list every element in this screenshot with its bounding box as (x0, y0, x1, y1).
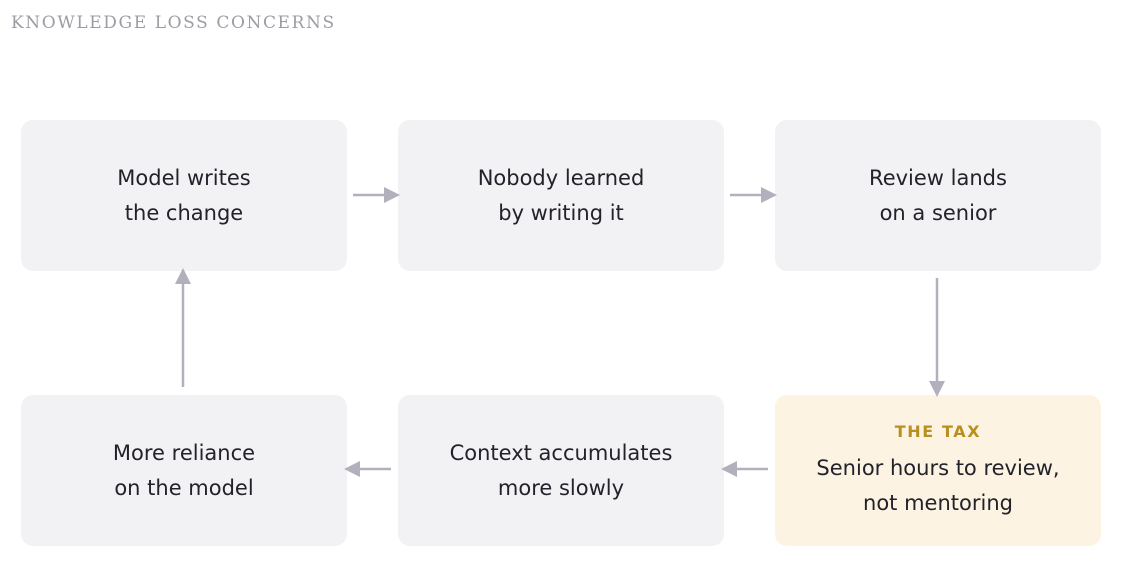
node-line: Senior hours to review, (816, 455, 1060, 480)
node-the-tax: THE TAX Senior hours to review, not ment… (775, 395, 1101, 546)
node-line: Review lands (869, 165, 1007, 190)
node-nobody-learned: Nobody learned by writing it (398, 120, 724, 271)
arrow-right-icon (730, 187, 777, 203)
node-line: on the model (114, 475, 254, 500)
arrow-left-icon (721, 461, 768, 477)
node-line: Model writes (117, 165, 251, 190)
diagram-title: KNOWLEDGE LOSS CONCERNS (11, 13, 336, 33)
node-model-writes: Model writes the change (21, 120, 347, 271)
tax-label: THE TAX (894, 421, 982, 441)
node-line: not mentoring (863, 490, 1013, 515)
node-review-lands: Review lands on a senior (775, 120, 1101, 271)
arrow-up-icon (175, 268, 191, 387)
node-line: on a senior (879, 200, 997, 225)
arrow-right-icon (353, 187, 400, 203)
node-line: by writing it (498, 200, 624, 225)
node-line: Nobody learned (477, 165, 645, 190)
node-line: Context accumulates (449, 440, 673, 465)
node-line: more slowly (497, 475, 625, 500)
node-line: the change (124, 200, 244, 225)
node-more-reliance: More reliance on the model (21, 395, 347, 546)
arrow-left-icon (344, 461, 391, 477)
arrow-down-icon (929, 278, 945, 397)
node-line: More reliance (112, 440, 256, 465)
node-context-accumulates: Context accumulates more slowly (398, 395, 724, 546)
